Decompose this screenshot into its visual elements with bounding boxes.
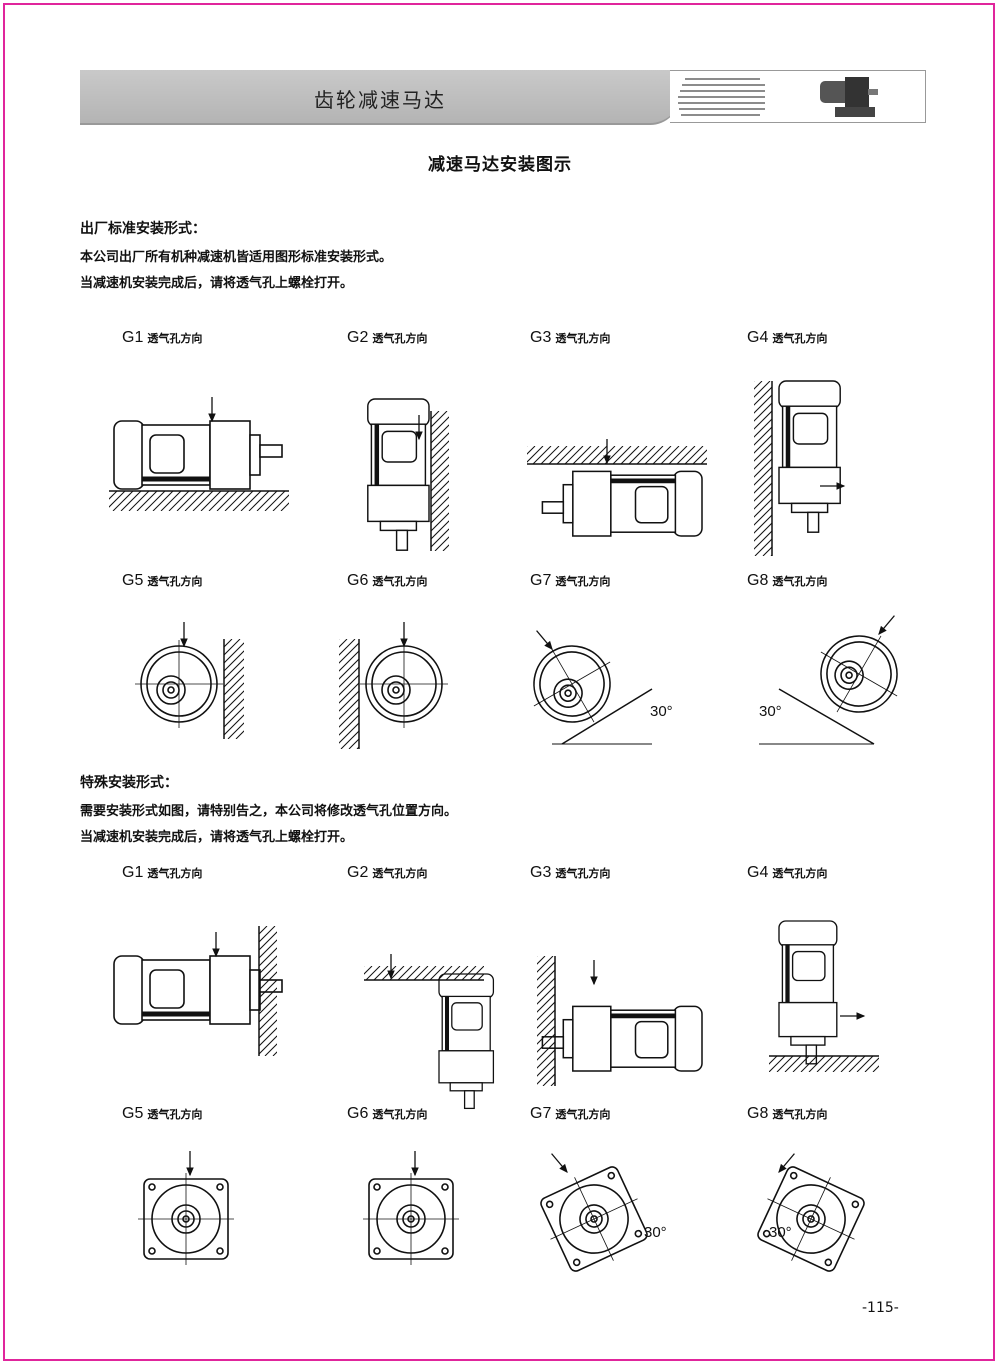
figure-caption: 透气孔方向: [372, 867, 428, 880]
standard-mounting-diagram-g5: [135, 622, 244, 739]
standard-mounting-diagram-g1: [109, 397, 289, 511]
figure-id: G3: [530, 329, 552, 346]
special-mounting-diagram-g3: [537, 956, 703, 1086]
figure-id: G1: [122, 329, 144, 346]
figure-id: G8: [747, 572, 769, 589]
figure-id: G6: [347, 1105, 369, 1122]
standard-mounting-diagram-g7: 30°: [533, 630, 673, 745]
page-title: 减速马达安装图示: [428, 155, 572, 175]
figure-caption: 透气孔方向: [147, 332, 203, 345]
figure-id: G2: [347, 864, 369, 881]
figure-id: G5: [122, 572, 144, 589]
special-mounting-diagram-g8: 30°: [757, 1153, 865, 1272]
standard-mounting-diagram-g2: [367, 398, 449, 551]
figure-caption: 透气孔方向: [772, 575, 828, 588]
special-line-2: 当减速机安装完成后，请将透气孔上螺栓打开。: [80, 830, 354, 845]
header-banner: 齿轮减速马达: [80, 70, 926, 125]
banner-title: 齿轮减速马达: [314, 88, 446, 112]
special-line-1: 需要安装形式如图，请特别告之，本公司将修改透气孔位置方向。: [80, 804, 458, 819]
figure-id: G7: [530, 1105, 552, 1122]
figure-caption: 透气孔方向: [772, 1108, 828, 1121]
section-heading-standard: 出厂标准安装形式：: [80, 221, 206, 237]
figure-caption: 透气孔方向: [555, 867, 611, 880]
gear-motor-image: [678, 77, 878, 117]
standard-line-1: 本公司出厂所有机种减速机皆适用图形标准安装形式。: [80, 250, 393, 265]
figure-caption: 透气孔方向: [372, 1108, 428, 1121]
figure-caption: 透气孔方向: [147, 867, 203, 880]
figure-id: G6: [347, 572, 369, 589]
standard-mounting-diagram-g3: [527, 439, 707, 537]
figure-caption: 透气孔方向: [147, 1108, 203, 1121]
angle-label: 30°: [759, 703, 782, 720]
figure-caption: 透气孔方向: [555, 575, 611, 588]
standard-line-2: 当减速机安装完成后，请将透气孔上螺栓打开。: [80, 276, 354, 291]
angle-label: 30°: [644, 1224, 667, 1241]
standard-mounting-diagram-g6: [339, 622, 448, 749]
figure-id: G3: [530, 864, 552, 881]
figure-caption: 透气孔方向: [372, 575, 428, 588]
figure-caption: 透气孔方向: [555, 1108, 611, 1121]
figure-caption: 透气孔方向: [555, 332, 611, 345]
page-number: -115-: [862, 1300, 899, 1316]
figure-id: G2: [347, 329, 369, 346]
angle-label: 30°: [650, 703, 673, 720]
figure-caption: 透气孔方向: [772, 867, 828, 880]
figure-caption: 透气孔方向: [372, 332, 428, 345]
special-mounting-diagram-g1: [113, 926, 283, 1056]
special-mounting-diagram-g7: 30°: [540, 1153, 667, 1272]
figure-id: G1: [122, 864, 144, 881]
special-mounting-diagram-g2: [364, 954, 495, 1110]
figure-caption: 透气孔方向: [772, 332, 828, 345]
angle-label: 30°: [769, 1224, 792, 1241]
section-heading-special: 特殊安装形式：: [80, 775, 178, 791]
figure-caption: 透气孔方向: [147, 575, 203, 588]
figure-id: G4: [747, 329, 769, 346]
figure-id: G5: [122, 1105, 144, 1122]
figure-id: G8: [747, 1105, 769, 1122]
special-mounting-diagram-g6: [363, 1151, 459, 1265]
figure-id: G4: [747, 864, 769, 881]
page-border: [3, 3, 995, 1361]
special-mounting-diagram-g5: [138, 1151, 234, 1265]
figure-id: G7: [530, 572, 552, 589]
standard-mounting-diagram-g8: 30°: [759, 615, 898, 745]
special-mounting-diagram-g4: [769, 920, 879, 1072]
standard-mounting-diagram-g4: [754, 380, 846, 556]
